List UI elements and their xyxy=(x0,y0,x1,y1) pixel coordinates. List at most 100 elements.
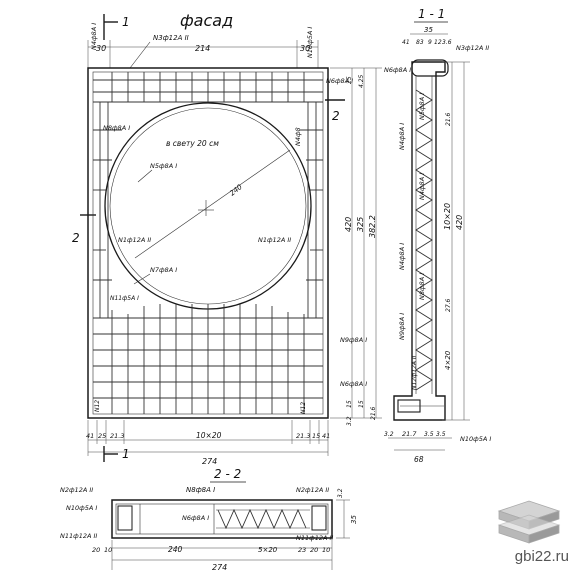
svg-text:1: 1 xyxy=(122,447,130,461)
label-n6-top: N6ф8А I xyxy=(326,77,353,85)
svg-text:274: 274 xyxy=(212,563,227,572)
label-s22-n8: N8ф8А I xyxy=(186,486,215,494)
label-n8-left: N8ф8А I xyxy=(103,124,130,132)
label-s11-n8: N8ф8А I xyxy=(418,273,426,300)
svg-text:382.2: 382.2 xyxy=(368,215,377,238)
cut-marker-1-top: 1 xyxy=(103,14,130,40)
facade-bottom-dimension: 41 25 21.3 10×20 21.3 15 41 274 xyxy=(86,420,330,466)
section-2-2-outline xyxy=(111,499,333,539)
label-s11-n4a: N4ф8А I xyxy=(398,123,406,150)
label-s11-n5: N5ф8А I xyxy=(418,93,426,120)
svg-text:10×20: 10×20 xyxy=(196,431,222,440)
svg-text:5×20: 5×20 xyxy=(258,546,278,554)
svg-text:10×20: 10×20 xyxy=(443,203,452,230)
section-2-2-bottom-dims: 20 10 240 5×20 23 20 10 274 xyxy=(92,540,333,572)
svg-text:4×20: 4×20 xyxy=(444,350,452,370)
svg-text:35: 35 xyxy=(424,26,433,34)
label-n4-right: N4ф8 xyxy=(294,127,302,146)
label-n5: N5ф8А I xyxy=(150,162,177,170)
label-s22-n11: N11ф12А II xyxy=(60,532,97,540)
svg-text:15: 15 xyxy=(358,400,365,408)
facade-top-dimension: 30 214 30 xyxy=(87,40,319,68)
facade-right-dimensions: 420 325 382.2 25 4.25 15 15 3.2 21.6 xyxy=(330,67,382,426)
svg-text:68: 68 xyxy=(414,455,424,464)
facade-circular-opening xyxy=(104,102,312,310)
label-s22-n2-right: N2ф12А II xyxy=(296,486,329,494)
svg-text:10: 10 xyxy=(104,546,112,554)
label-s22-n6: N6ф8А I xyxy=(182,514,209,522)
label-clear-opening: в свету 20 см xyxy=(166,139,219,148)
svg-text:83: 83 xyxy=(416,39,424,46)
section-2-2-view: 2 - 2 N2ф12А II N10ф5А I N11ф12А II N8ф8… xyxy=(60,467,358,572)
svg-text:35: 35 xyxy=(350,515,358,524)
label-s11-n10: N10ф5А I xyxy=(460,435,491,443)
cut-marker-1-bottom: 1 xyxy=(103,446,130,462)
svg-text:3.5: 3.5 xyxy=(436,431,446,438)
svg-text:20: 20 xyxy=(310,546,318,554)
label-n10-top-right: N10ф5А I xyxy=(306,27,314,58)
label-n9: N9ф8А I xyxy=(340,336,367,344)
svg-text:21.3: 21.3 xyxy=(110,432,124,440)
svg-text:41: 41 xyxy=(86,432,94,440)
label-n12-left: N12 xyxy=(94,400,101,412)
facade-bottom-mesh xyxy=(93,304,323,414)
svg-text:10: 10 xyxy=(322,546,330,554)
svg-text:25: 25 xyxy=(346,76,353,84)
svg-text:30: 30 xyxy=(300,44,310,53)
label-n4-top-left: N4ф8А I xyxy=(90,23,98,50)
svg-text:23: 23 xyxy=(298,546,306,554)
svg-text:21.6: 21.6 xyxy=(370,406,377,420)
label-s11-n4b: N4ф8А I xyxy=(398,243,406,270)
svg-text:325: 325 xyxy=(356,217,365,232)
facade-top-mesh xyxy=(93,72,323,103)
label-diameter: 240 xyxy=(228,183,244,198)
section-1-1-bottom-dims: 3.2 21.7 3.5 3.5 68 N10ф5А I xyxy=(384,430,491,464)
watermark-text[interactable]: gbi22.ru xyxy=(514,548,569,565)
label-n7: N7ф8А I xyxy=(150,266,177,274)
section-2-2-title: 2 - 2 xyxy=(214,467,241,481)
svg-text:2: 2 xyxy=(332,109,340,123)
svg-text:41: 41 xyxy=(402,39,410,46)
section-1-1-view: 1 - 1 35 41 83 9 12 3.6 N3ф12А II N6ф8А … xyxy=(384,7,491,464)
svg-text:3.2: 3.2 xyxy=(346,416,353,426)
svg-text:420: 420 xyxy=(344,217,353,232)
label-n1-left: N1ф12А II xyxy=(118,236,151,244)
svg-text:3.2: 3.2 xyxy=(337,488,344,498)
label-s11-n12: N12ф12А II xyxy=(411,355,418,390)
svg-text:2: 2 xyxy=(72,231,80,245)
svg-text:15: 15 xyxy=(312,432,320,440)
svg-text:41: 41 xyxy=(322,432,330,440)
svg-text:274: 274 xyxy=(202,457,217,466)
label-n6-bottom: N6ф8А I xyxy=(340,380,367,388)
stacked-slabs-logo-icon xyxy=(497,500,561,544)
facade-view: фасад 1 2 2 30 214 30 N4ф8А I xyxy=(72,11,382,466)
label-s11-n3: N3ф12А II xyxy=(456,44,489,52)
svg-text:1: 1 xyxy=(122,15,130,29)
svg-text:21.3: 21.3 xyxy=(296,432,310,440)
section-1-1-title: 1 - 1 xyxy=(418,7,445,21)
label-s11-n9: N9ф8А I xyxy=(398,313,406,340)
svg-text:240: 240 xyxy=(168,545,183,554)
svg-text:21.6: 21.6 xyxy=(445,112,452,126)
label-s22-n10: N10ф5А I xyxy=(66,504,97,512)
diameter-line xyxy=(134,149,291,259)
label-n3-top: N3ф12А II xyxy=(153,34,189,42)
svg-text:25: 25 xyxy=(98,432,106,440)
cut-marker-2-left: 2 xyxy=(72,214,96,245)
section-1-1-right-dims: 10×20 4×20 420 21.6 27.6 xyxy=(442,61,470,421)
label-n11: N11ф5А I xyxy=(110,295,139,302)
svg-text:420: 420 xyxy=(455,215,464,230)
label-s22-n11-right: N11ф12А II xyxy=(296,534,333,542)
svg-text:12: 12 xyxy=(434,39,442,46)
label-s11-n6: N6ф8А I xyxy=(384,66,411,74)
label-s11-n4c: N4ф8А I xyxy=(418,173,426,200)
svg-text:214: 214 xyxy=(195,44,210,53)
svg-text:20: 20 xyxy=(92,546,100,554)
section-2-2-right-dims: 35 3.2 xyxy=(336,488,358,539)
label-n1-right: N1ф12А II xyxy=(258,236,291,244)
section-1-1-outline xyxy=(393,61,446,421)
svg-text:9: 9 xyxy=(428,39,432,46)
label-n12-right: N12 xyxy=(300,402,307,414)
svg-text:15: 15 xyxy=(346,400,353,408)
